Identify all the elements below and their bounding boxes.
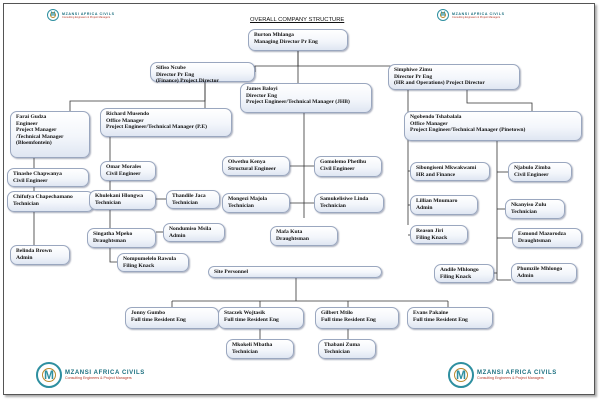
page-border xyxy=(3,3,595,395)
logo-name: MZANSI AFRICA CIVILS xyxy=(477,370,557,376)
logo-name: MZANSI AFRICA CIVILS xyxy=(452,11,505,16)
mzansi-logo-icon xyxy=(448,362,474,388)
logo-tagline: Consulting Engineers & Project Managers xyxy=(65,376,132,380)
mzansi-logo-icon xyxy=(437,9,449,21)
logo-tagline: Consulting Engineers & Project Managers xyxy=(452,15,501,19)
connector-simphiwe-ngobendo xyxy=(466,90,533,111)
logo-tagline: Consulting Engineers & Project Managers xyxy=(477,376,544,380)
chart-title: OVERALL COMPANY STRUCTURE xyxy=(250,17,345,23)
mzansi-logo-icon xyxy=(36,362,62,388)
logo-tagline: Consulting Engineers & Project Managers xyxy=(62,15,111,19)
mzansi-logo-icon xyxy=(47,9,59,21)
connector-burton-sifiso xyxy=(254,51,299,72)
connector-sifiso-farai xyxy=(69,82,206,111)
logo-name: MZANSI AFRICA CIVILS xyxy=(62,11,115,16)
connector-burton-simphiwe xyxy=(297,51,394,67)
logo-name: MZANSI AFRICA CIVILS xyxy=(65,370,145,376)
org-node-site-personnel: Site Personnel xyxy=(208,266,382,278)
